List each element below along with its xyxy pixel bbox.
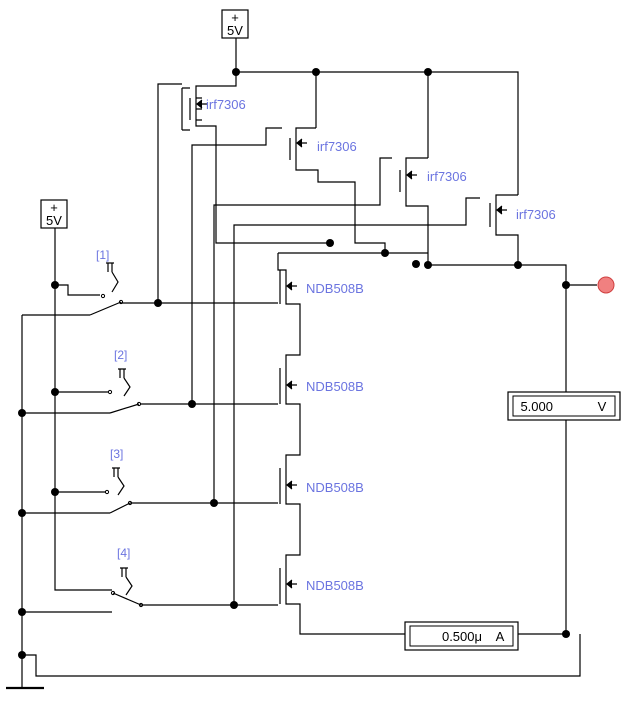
nmos-transistor-1[interactable]: NDB508B xyxy=(286,281,364,296)
source-plus: + xyxy=(231,10,239,25)
voltmeter-reading: 5.000 xyxy=(520,399,553,414)
power-source-left[interactable]: + 5V xyxy=(40,199,68,229)
transistor-label: irf7306 xyxy=(206,97,246,112)
pmos-transistor-3[interactable]: irf7306 xyxy=(406,169,467,184)
switch-2[interactable]: [2] xyxy=(107,348,142,414)
transistor-label: irf7306 xyxy=(427,169,467,184)
transistor-label: irf7306 xyxy=(516,207,556,222)
switch-label: [1] xyxy=(96,248,109,262)
wires xyxy=(6,38,597,689)
transistor-label: irf7306 xyxy=(317,139,357,154)
switch-4[interactable]: [4] xyxy=(110,546,144,608)
nmos-transistor-2[interactable]: NDB508B xyxy=(286,379,364,394)
nmos-transistor-3[interactable]: NDB508B xyxy=(286,480,364,495)
switch-label: [3] xyxy=(110,447,123,461)
pmos-transistor-1[interactable]: irf7306 xyxy=(196,97,246,112)
source-voltage-label: 5V xyxy=(227,23,243,38)
switch-1[interactable]: [1] xyxy=(89,248,124,316)
ammeter-unit: A xyxy=(496,629,505,644)
switch-label: [4] xyxy=(117,546,130,560)
switch-3[interactable]: [3] xyxy=(104,447,133,514)
source-plus: + xyxy=(50,200,58,215)
transistor-label: NDB508B xyxy=(306,379,364,394)
voltmeter[interactable]: 5.000 V xyxy=(507,391,621,421)
power-source-top[interactable]: + 5V xyxy=(221,9,249,39)
pmos-transistor-4[interactable]: irf7306 xyxy=(496,205,556,222)
source-voltage-label: 5V xyxy=(46,213,62,228)
voltmeter-unit: V xyxy=(598,399,607,414)
nmos-transistor-4[interactable]: NDB508B xyxy=(286,578,364,593)
transistor-label: NDB508B xyxy=(306,281,364,296)
switch-label: [2] xyxy=(114,348,127,362)
transistor-label: NDB508B xyxy=(306,480,364,495)
junctions xyxy=(18,68,570,659)
transistor-label: NDB508B xyxy=(306,578,364,593)
output-probe-indicator[interactable] xyxy=(597,276,615,294)
ammeter-reading: 0.500μ xyxy=(442,629,482,644)
pmos-transistor-2[interactable]: irf7306 xyxy=(296,138,357,154)
ammeter[interactable]: 0.500μ A xyxy=(404,621,519,651)
